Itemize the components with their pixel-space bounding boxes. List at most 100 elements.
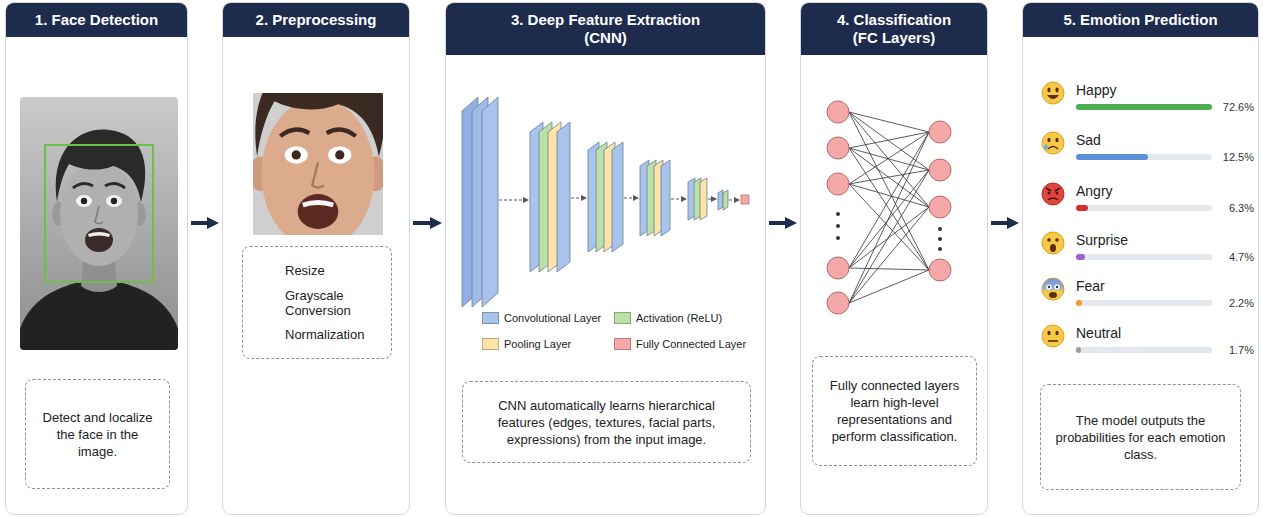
fc-neurons	[827, 257, 849, 279]
fc-network-links	[849, 132, 929, 303]
fc-network-links	[849, 112, 929, 207]
ellipsis-dots	[836, 212, 942, 251]
ellipsis-dots	[938, 227, 942, 231]
panel-header: 3. Deep Feature Extraction (CNN)	[446, 3, 765, 55]
fc-network-links	[849, 132, 929, 268]
emoji-fear	[1056, 286, 1058, 288]
data-flow-lines	[624, 198, 638, 199]
fc-network-links	[849, 170, 929, 268]
cnn-layers	[723, 190, 728, 210]
legend-swatch	[482, 338, 499, 350]
fc-network-links	[849, 184, 929, 207]
fc-network-links	[849, 170, 929, 303]
face-crop	[261, 98, 374, 235]
probability-value: 2.2%	[1214, 296, 1254, 310]
face-photo	[81, 198, 87, 204]
fc-network-links	[849, 268, 929, 270]
probability-bars	[1076, 300, 1212, 306]
face-photo	[20, 130, 178, 350]
face-crop	[253, 93, 383, 235]
fc-neurons	[827, 101, 951, 314]
data-flow-lines	[729, 200, 739, 201]
emoji-sad	[1042, 132, 1064, 154]
ellipsis-dots	[938, 247, 942, 251]
probability-bars	[1076, 104, 1212, 353]
stage-panel: 1. Face DetectionDetect and localize the…	[5, 2, 188, 515]
emoji-surprise	[1042, 232, 1064, 254]
legend-entry: Pooling Layer	[482, 337, 571, 351]
emoji-neutral	[1047, 331, 1050, 335]
emoji-happy	[1055, 88, 1058, 93]
fc-network-links	[849, 170, 929, 184]
panel-header: 5. Emotion Prediction	[1023, 3, 1258, 37]
legend-entry: Convolutional Layer	[482, 311, 601, 325]
face-crop	[327, 129, 356, 136]
face-photo	[56, 130, 146, 202]
description-box: The model outputs the probabilities for …	[1040, 384, 1241, 490]
fc-neurons	[827, 101, 849, 123]
probability-bars	[1076, 254, 1212, 260]
data-flow-lines	[499, 198, 739, 200]
emoji-sad	[1047, 138, 1050, 142]
face-crop	[253, 93, 383, 235]
description-text: Detect and localize the face in the imag…	[36, 409, 159, 460]
emotion-label: Neutral	[1076, 324, 1121, 342]
legend-swatch	[482, 312, 499, 324]
emoji-happy	[1042, 82, 1064, 104]
emoji-sad	[1048, 147, 1058, 150]
face-crop	[335, 150, 344, 159]
emoji-angry	[1048, 192, 1051, 195]
emoji-neutral	[1055, 331, 1058, 335]
face-crop	[302, 200, 334, 207]
probability-value: 72.6%	[1214, 100, 1254, 114]
emoji-neutral	[1048, 340, 1058, 342]
description-box: CNN automatically learns hierarchical fe…	[462, 381, 751, 463]
emoji-neutral	[1042, 325, 1064, 347]
emoji-surprise	[1042, 232, 1064, 254]
cnn-layers	[462, 97, 749, 307]
fc-network-links	[849, 270, 929, 303]
emoji-sad	[1044, 144, 1048, 150]
flow-arrow	[413, 221, 434, 225]
legend-label: Pooling Layer	[504, 337, 571, 351]
ellipsis-dots	[938, 237, 942, 241]
emoji-happy	[1042, 82, 1064, 104]
legend-label: Fully Connected Layer	[636, 337, 746, 351]
face-photo	[106, 195, 122, 207]
probability-bars	[1076, 104, 1212, 110]
cnn-layers	[612, 142, 623, 252]
emoji-neutral	[1042, 325, 1064, 347]
legend-swatch	[614, 338, 631, 350]
flow-arrow	[191, 221, 211, 225]
face-photo	[60, 162, 138, 266]
emotion-label: Happy	[1076, 81, 1116, 99]
panel-title: 1. Face Detection	[12, 11, 181, 29]
emoji-fear	[1054, 284, 1059, 289]
emoji-happy	[1047, 88, 1050, 93]
emoji-surprise	[1050, 244, 1056, 252]
probability-bars	[1076, 205, 1088, 211]
data-flow-lines	[708, 199, 716, 200]
emoji-angry	[1056, 192, 1059, 195]
panel-title: 5. Emotion Prediction	[1029, 11, 1252, 29]
face-photo	[95, 206, 103, 224]
detection-box	[45, 145, 153, 282]
fc-neurons	[929, 159, 951, 181]
step-list-box: ResizeGrayscale ConversionNormalization	[242, 246, 392, 359]
emoji-angry	[1048, 198, 1058, 200]
face-photo	[85, 228, 113, 252]
fc-network-links	[849, 184, 929, 270]
legend-entry: Fully Connected Layer	[614, 337, 746, 351]
panel-title: 3. Deep Feature Extraction (CNN)	[498, 11, 713, 47]
emoji-sad	[1042, 132, 1064, 154]
fc-neurons	[827, 137, 849, 159]
emoji-happy	[1047, 95, 1059, 99]
probability-value: 1.7%	[1214, 343, 1254, 357]
panel-header: 4. Classification (FC Layers)	[801, 3, 987, 55]
panel-header: 1. Face Detection	[6, 3, 187, 37]
data-flow-lines	[671, 199, 686, 200]
probability-value: 6.3%	[1214, 201, 1254, 215]
step-label: Normalization	[243, 319, 383, 351]
fc-neurons	[929, 196, 951, 218]
